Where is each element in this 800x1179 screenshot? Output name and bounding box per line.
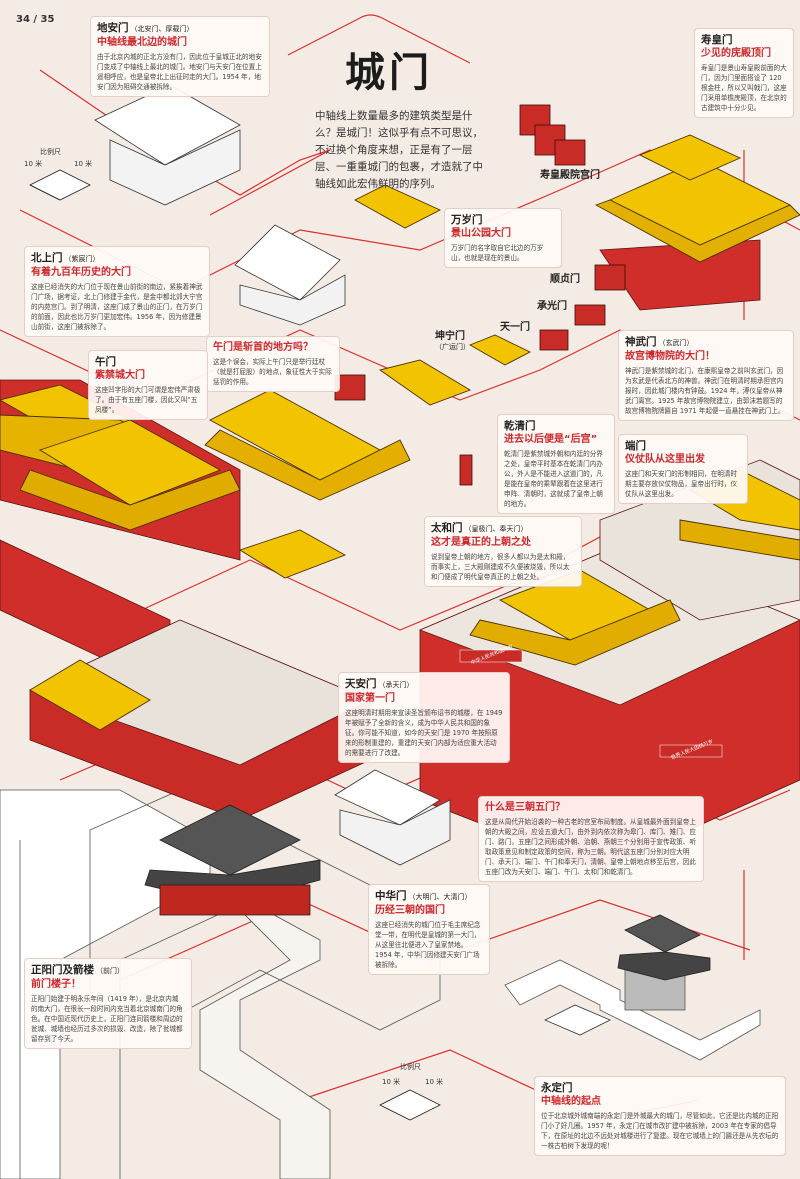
gate-card-duanmen: 端门 仪仗队从这里出发 这座门和天安门的形制相同，在明清时期主要存放仪仗物品，皇…	[618, 434, 748, 504]
intro-text: 中轴线上数量最多的建筑类型是什么？是城门！这似乎有点不可思议，不过换个角度来想，…	[315, 110, 483, 190]
label-shouhuangdian-gate: 寿皇殿院宫门	[540, 170, 600, 181]
scale-right-bottom: 10 米	[425, 1078, 444, 1086]
scale-label-top: 比例尺	[40, 148, 61, 156]
gate-card-dianmen: 地安门（北安门、厚载门） 中轴线最北边的城门 由于北京内城的正北方没有门，因此位…	[90, 16, 270, 97]
gate-card-beishangmen: 北上门（紫宸门） 有着九百年历史的大门 这座已经消失的大门位于现在景山前街的南边…	[24, 246, 210, 337]
red-gates	[334, 104, 626, 486]
label-shunzhen: 顺贞门	[550, 274, 580, 285]
gate-card-wansuimen: 万岁门 景山公园大门 万岁门的名字取自它北边的万岁山，也就是现在的景山。	[444, 208, 562, 268]
scale-right-top: 10 米	[74, 160, 93, 168]
gate-card-yongdingmen: 永定门 中轴线的起点 位于北京城外城南端的永定门是外城最大的城门，尽管如此，它还…	[534, 1076, 786, 1156]
gate-card-zhengyangmen: 正阳门及箭楼（前门） 前门楼子！ 正阳门始建于明永乐年间（1419 年），是北京…	[24, 958, 192, 1049]
page-title: 城门	[345, 49, 433, 96]
gate-card-qianqingmen: 乾清门 进去以后便是“后宫” 乾清门是紫禁城外朝和内廷的分界之处，皇帝平时基本在…	[497, 414, 615, 514]
gate-card-zhonghuamen: 中华门（大明门、大清门） 历经三朝的国门 这座已经消失的城门位于毛主席纪念堂一带…	[368, 884, 490, 975]
scale-left-top: 10 米	[24, 160, 43, 168]
gate-card-shenwumen: 神武门（玄武门） 故宫博物院的大门！ 神武门是紫禁城的北门，在康熙皇帝之前叫玄武…	[618, 330, 794, 421]
white-buildings	[94, 84, 611, 1036]
page-number: 34 / 35	[16, 14, 55, 25]
qa-card-sanchaowumen: 什么是三朝五门？ 这是从周代开始沿袭的一种古老的宫室布局制度。从皇城最外面到皇帝…	[478, 796, 704, 882]
scale-bar-bottom	[379, 1089, 441, 1121]
label-kunning: 坤宁门（广运门）	[435, 331, 470, 351]
gate-card-tiananmen: 天安门（承天门） 国家第一门 这座明清时期用来宣读圣旨颁布诏书的城楼，在 194…	[338, 672, 510, 763]
gate-card-shouhuangmen: 寿皇门 少见的庑殿顶门 寿皇门是景山寿皇殿前面的大门，因为门里面搭设了 120 …	[694, 28, 794, 118]
scale-label-bottom: 比例尺	[400, 1063, 421, 1071]
yellow-roofs	[0, 134, 800, 731]
qa-card-wumen: 午门是斩首的地方吗？ 这是个误会，实际上午门只是举行廷杖（就是打屁股）的地点，象…	[206, 336, 340, 392]
tiananmen-plaques	[459, 649, 723, 758]
label-tianyi: 天一门	[500, 322, 530, 333]
grey-roofs	[144, 804, 711, 981]
scale-bar-top	[29, 169, 91, 201]
label-chengguang: 承光门	[537, 301, 567, 312]
scale-left-bottom: 10 米	[382, 1078, 401, 1086]
gate-card-wumen: 午门 紫禁城大门 这座凹字形的大门可谓是宏伟严肃极了。由于有五座门楼，因此又叫“…	[88, 350, 208, 420]
gate-card-taihemen: 太和门（皇极门、奉天门） 这才是真正的上朝之处 说到皇帝上朝的地方，很多人都以为…	[424, 516, 582, 587]
